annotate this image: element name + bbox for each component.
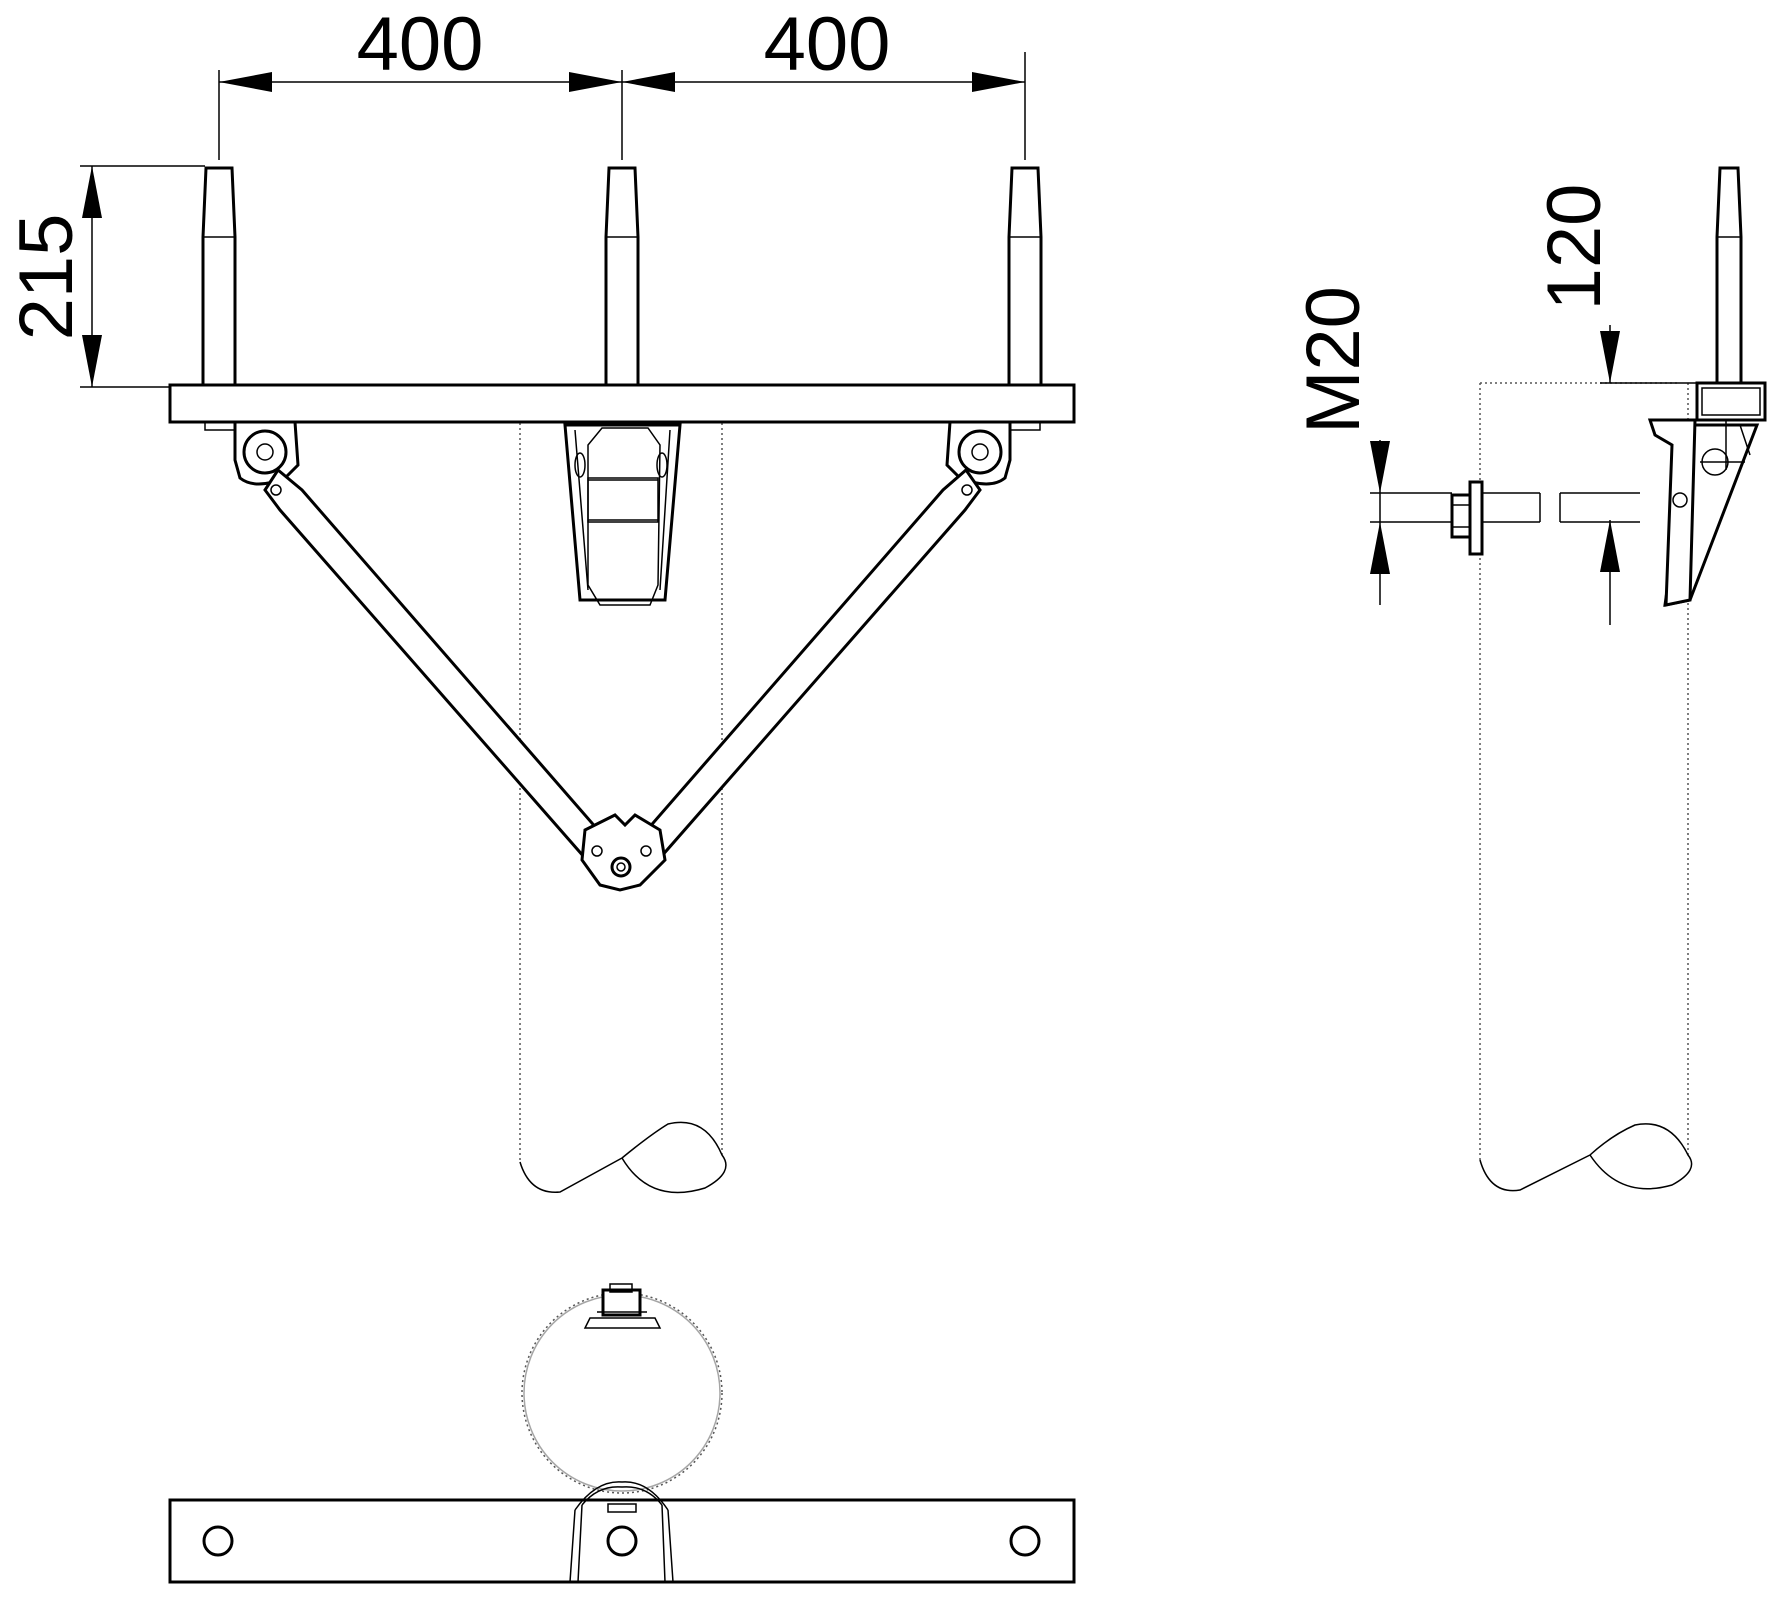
side-clamp	[1647, 166, 1767, 607]
front-center-clamp	[563, 423, 682, 606]
plan-view	[168, 1283, 1076, 1584]
front-pins	[201, 166, 1043, 387]
side-view: M20 120	[1291, 166, 1767, 1192]
plan-pole	[521, 1292, 723, 1494]
dim-spacing-right: 400	[764, 2, 891, 87]
dim-thread: M20	[1291, 286, 1376, 434]
plan-strap	[569, 1481, 674, 1583]
side-bolt	[1450, 480, 1640, 556]
dim-pin-height: 215	[4, 214, 89, 341]
dimension-offset: 120	[1532, 184, 1700, 625]
dim-offset: 120	[1532, 184, 1617, 311]
front-struts	[263, 467, 982, 892]
dim-spacing-left: 400	[357, 2, 484, 87]
dimension-vertical-215: 215	[4, 165, 205, 388]
plan-top-clamp	[583, 1283, 662, 1329]
front-view: 400 400 215	[4, 2, 1076, 1194]
dimension-horizontal: 400 400	[218, 2, 1026, 160]
front-crossarm	[168, 383, 1076, 424]
front-brackets	[233, 420, 1012, 486]
dimension-thread: M20	[1291, 286, 1452, 605]
side-pole	[1479, 382, 1693, 1192]
